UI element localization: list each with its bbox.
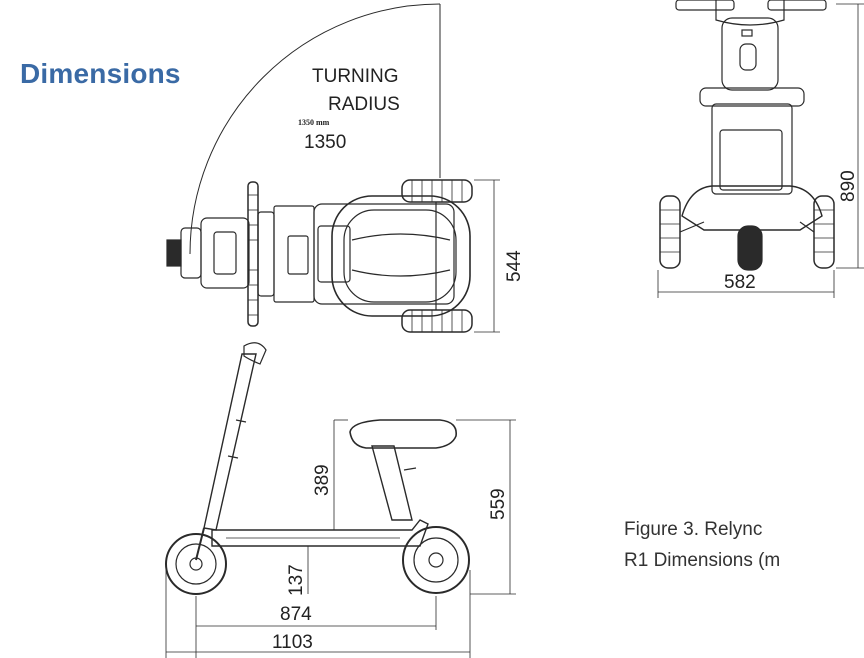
figure-caption-line2: R1 Dimensions (m bbox=[624, 550, 781, 571]
turning-radius-arc bbox=[189, 3, 441, 255]
ground-clearance-value: 137 bbox=[286, 564, 307, 596]
front-center-wheel bbox=[737, 225, 763, 271]
figure-caption-line1: Figure 3. Relync bbox=[624, 519, 763, 540]
top-view-drawing bbox=[166, 3, 500, 333]
top-rear-block bbox=[166, 239, 182, 267]
side-front-wheel bbox=[165, 533, 227, 595]
figure-caption: Figure 3. Relync R1 Dimensions (m bbox=[624, 514, 864, 576]
turning-radius-small-note: 1350 mm bbox=[298, 118, 330, 127]
overall-length-value: 1103 bbox=[272, 632, 313, 653]
side-steering-column bbox=[203, 353, 257, 531]
side-view-drawing bbox=[165, 342, 516, 658]
front-wheel-left bbox=[659, 195, 681, 269]
side-rear-wheel bbox=[402, 526, 470, 594]
top-front-wheel-upper bbox=[401, 179, 473, 203]
top-width-value: 544 bbox=[504, 250, 525, 282]
turning-radius-value: 1350 bbox=[304, 132, 346, 153]
seat-height-value: 389 bbox=[312, 464, 333, 496]
top-front-wheel-lower bbox=[401, 309, 473, 333]
turning-radius-label-line1: TURNING bbox=[312, 66, 399, 87]
wheelbase-value: 874 bbox=[280, 604, 312, 625]
top-seat bbox=[331, 195, 471, 317]
turning-radius-label-line2: RADIUS bbox=[328, 94, 400, 115]
front-width-value: 582 bbox=[724, 272, 756, 293]
section-heading: Dimensions bbox=[20, 58, 181, 89]
front-wheel-right bbox=[813, 195, 835, 269]
front-base bbox=[681, 185, 823, 231]
side-base-frame bbox=[211, 519, 429, 547]
front-height-value: 890 bbox=[838, 170, 859, 202]
overall-height-value: 559 bbox=[488, 488, 509, 520]
front-steering-column bbox=[721, 17, 779, 91]
side-seat bbox=[349, 419, 457, 449]
front-view-drawing bbox=[657, 0, 864, 298]
